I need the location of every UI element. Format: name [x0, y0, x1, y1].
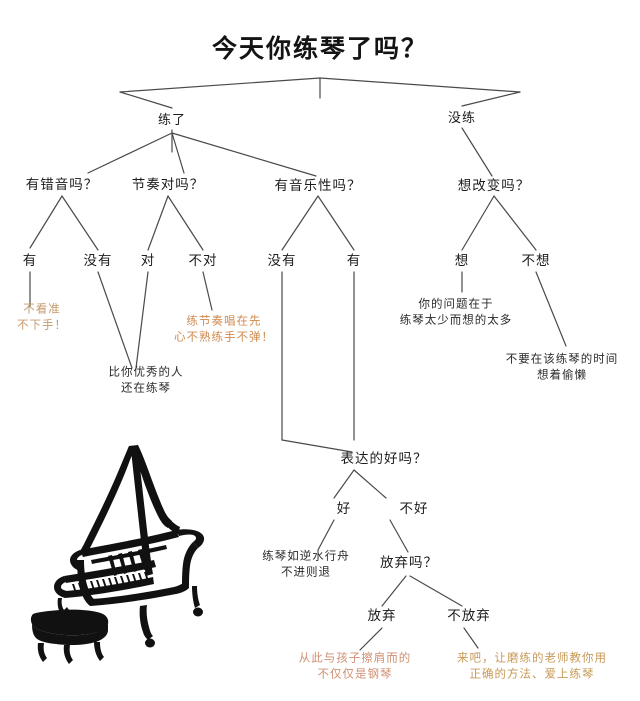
note-giveup-line1: 从此与孩子擦肩而的 — [298, 652, 412, 665]
node-musicality-yes: 有 — [346, 252, 362, 268]
node-question-musicality: 有音乐性吗？ — [274, 177, 362, 193]
note-giveup-line2: 不仅仅是钢琴 — [317, 668, 393, 680]
note-teacher-invite: 来吧，让磨练的老师教你用 正确的方法、爱上练琴 — [457, 651, 607, 682]
node-wrong-notes-yes: 有 — [22, 252, 38, 268]
connector-wrongnotes-yes — [29, 195, 63, 249]
note-boat-metaphor: 练琴如逆水行舟 不进则退 — [262, 549, 350, 580]
node-musicality-no: 没有 — [267, 252, 297, 268]
diagram-title: 今天你练琴了吗？ — [211, 35, 429, 64]
note-rhythm-line2: 心不熟练手不弹！ — [174, 331, 274, 343]
note-better-people: 比你优秀的人 还在练琴 — [109, 365, 184, 396]
note-rhythm-line1: 练节奏唱在先 — [186, 315, 262, 328]
node-expression-bad: 不好 — [399, 500, 429, 516]
node-question-give-up: 放弃吗？ — [380, 554, 438, 570]
note-careful-line2: 不下手！ — [17, 319, 67, 331]
note-problem-line2: 练琴太少而想的太多 — [399, 314, 513, 326]
node-question-rhythm: 节奏对吗？ — [131, 176, 205, 192]
note-teacher-line1: 来吧，让磨练的老师教你用 — [457, 652, 607, 665]
node-question-expression: 表达的好吗？ — [340, 450, 428, 466]
connector-to-practiced — [119, 91, 173, 109]
note-your-problem: 你的问题在于 练琴太少而想的太多 — [400, 297, 513, 328]
node-expression-good: 好 — [336, 500, 352, 516]
note-boat-line1: 练琴如逆水行舟 — [262, 550, 350, 563]
note-dont-be-lazy: 不要在该练琴的时间 想着偷懒 — [506, 352, 619, 383]
note-lazy-line1: 不要在该练琴的时间 — [505, 353, 619, 366]
note-problem-line1: 你的问题在于 — [418, 298, 494, 311]
node-want-change-yes: 想 — [454, 252, 470, 268]
note-lazy-line2: 想着偷懒 — [537, 369, 587, 381]
note-careful-line1: 不看准 — [23, 303, 61, 316]
note-rhythm-advice: 练节奏唱在先 心不熟练手不弹！ — [174, 314, 274, 345]
note-teacher-line2: 正确的方法、爱上练琴 — [469, 668, 595, 680]
node-not-give-up: 不放弃 — [447, 607, 491, 623]
grand-piano-icon — [30, 445, 205, 664]
note-better-line2: 还在练琴 — [121, 382, 171, 394]
node-give-up: 放弃 — [367, 607, 397, 623]
note-better-line1: 比你优秀的人 — [108, 366, 184, 379]
node-rhythm-right: 对 — [140, 252, 156, 268]
note-careful: 不看准 不下手！ — [17, 302, 67, 333]
node-not-practiced: 没练 — [447, 110, 477, 126]
note-give-up-consequence: 从此与孩子擦肩而的 不仅仅是钢琴 — [299, 651, 412, 682]
connector-notpracticed-to-change — [461, 127, 493, 177]
node-wrong-notes-no: 没有 — [83, 252, 113, 268]
node-question-want-change: 想改变吗？ — [457, 177, 531, 193]
node-practiced: 练了 — [157, 112, 187, 128]
node-question-wrong-notes: 有错音吗？ — [25, 176, 99, 192]
connector-title-left — [119, 77, 321, 93]
node-rhythm-wrong: 不对 — [188, 252, 218, 268]
note-boat-line2: 不进则退 — [281, 566, 331, 578]
node-want-change-no: 不想 — [521, 252, 551, 268]
connector-to-not-practiced — [461, 91, 521, 107]
